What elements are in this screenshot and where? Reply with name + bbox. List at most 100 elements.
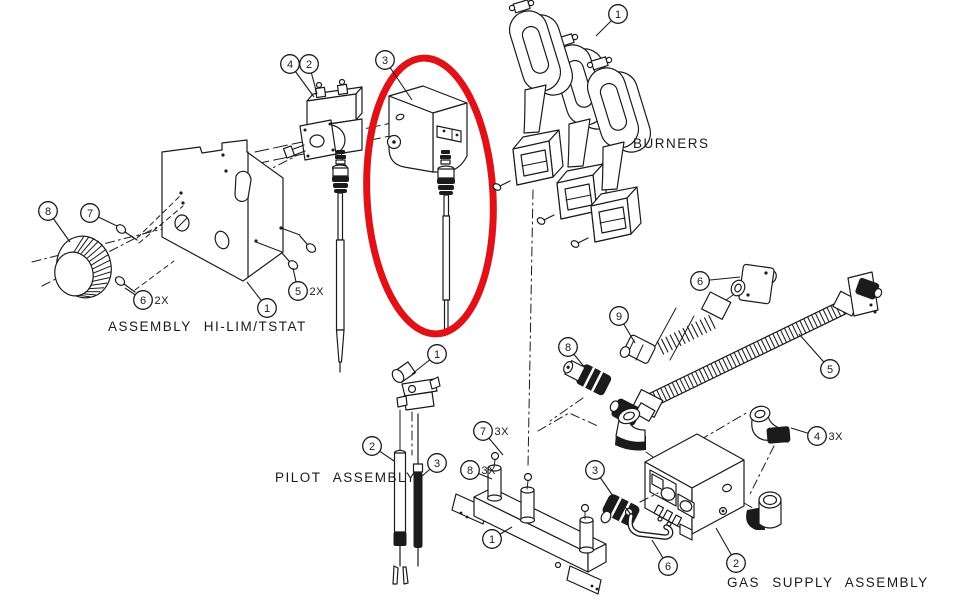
burner-port (599, 82, 628, 131)
screw-5a (255, 241, 299, 270)
pilot-electrode-item2 (392, 449, 409, 585)
callout-2: 2 (715, 527, 746, 573)
hi-lim-tstat-assembly (31, 78, 425, 373)
svg-text:3X: 3X (482, 465, 497, 477)
callout-6: 6 2X (124, 287, 170, 310)
svg-text:3X: 3X (495, 426, 510, 438)
svg-text:8: 8 (565, 342, 571, 354)
control-knob (660, 487, 676, 501)
svg-text:8: 8 (45, 206, 51, 218)
elbow-a (615, 402, 656, 451)
coupling-3 (600, 494, 640, 526)
shaft-end (282, 145, 296, 159)
knob (54, 235, 112, 299)
label-pilot-assembly: PILOT ASSEMBLY (275, 470, 417, 485)
svg-text:4: 4 (814, 431, 820, 443)
callout-3: 3 (375, 50, 413, 101)
svg-text:3X: 3X (829, 431, 844, 443)
label-gas-supply-assembly: GAS SUPPLY ASSEMBLY (727, 575, 929, 590)
callout-6: 6 (690, 271, 741, 291)
hi-limit-valve (282, 78, 363, 171)
thermocouple-lead-item3 (412, 413, 424, 567)
svg-text:2: 2 (369, 441, 375, 453)
venturi-tube (567, 118, 591, 168)
svg-text:6: 6 (140, 295, 146, 307)
label-burners: BURNERS (633, 136, 710, 151)
burner-axis-line (527, 189, 534, 467)
callout-1: 1 (595, 4, 628, 37)
elbow-c (746, 491, 782, 530)
callout-2: 2 (362, 436, 395, 462)
fitting-8 (563, 360, 612, 396)
svg-text:7: 7 (87, 208, 93, 220)
callout-1: 1 (246, 281, 277, 318)
callout-9: 9 (609, 306, 636, 344)
burner-port (521, 25, 550, 74)
svg-text:1: 1 (264, 303, 270, 315)
capillary-probe-left (331, 150, 349, 373)
venturi-tube (523, 84, 547, 134)
label-assembly-hi-lim-tstat: ASSEMBLY HI-LIM/TSTAT (108, 319, 307, 334)
wing-nut (508, 0, 535, 14)
svg-text:3: 3 (592, 465, 598, 477)
callout-8: 8 (558, 337, 587, 370)
callout-4: 4 3X (790, 426, 844, 446)
orifice-spud (578, 503, 595, 554)
axis-line (31, 224, 179, 263)
callout-7: 7 3X (473, 421, 510, 456)
screw-5b (280, 227, 317, 253)
bracket-screw (492, 183, 502, 191)
callout-6: 6 (651, 539, 678, 576)
break-mark (669, 315, 695, 361)
screw-7 (115, 195, 184, 244)
burner-port (565, 59, 594, 108)
capillary-probe-item3 (437, 150, 455, 331)
axis-line (639, 492, 659, 503)
svg-text:4: 4 (287, 59, 293, 71)
gas-supply-assembly (451, 263, 883, 595)
svg-text:3: 3 (434, 458, 440, 470)
svg-text:6: 6 (697, 276, 703, 288)
mounting-strap (436, 125, 462, 143)
break-mark (651, 307, 677, 353)
callout-1: 1 (482, 526, 513, 549)
svg-text:2: 2 (306, 59, 312, 71)
elbow-b (749, 405, 791, 444)
svg-text:2X: 2X (155, 295, 170, 307)
nut-9 (619, 334, 656, 364)
callout-3: 3 (585, 460, 614, 497)
bracket (161, 139, 284, 282)
axis-line (749, 445, 775, 495)
svg-text:9: 9 (616, 311, 622, 323)
axis-line (743, 502, 761, 513)
bracket-screw (570, 240, 580, 248)
keyhole-cutout (234, 170, 252, 203)
fold-mark (537, 412, 601, 432)
venturi-tube (601, 141, 625, 191)
svg-text:3: 3 (382, 55, 388, 67)
svg-text:5: 5 (827, 364, 833, 376)
wing-nut (586, 56, 613, 71)
gas-valve-2 (644, 433, 745, 541)
callout-3: 3 (420, 453, 447, 478)
hose-wall-bracket (847, 271, 883, 317)
callout-8: 8 (38, 201, 71, 243)
svg-text:7: 7 (480, 426, 486, 438)
thermostat-item3 (386, 85, 468, 331)
red-highlight-circle (363, 54, 497, 338)
svg-text:1: 1 (434, 349, 440, 361)
spring-section (656, 315, 716, 355)
svg-text:5: 5 (295, 286, 301, 298)
callout-8: 8 3X (460, 460, 497, 480)
burner-1 (492, 0, 574, 191)
pilot-burner-head (391, 361, 441, 411)
orifice-spud (519, 472, 536, 524)
oval-hole (214, 230, 230, 250)
bent-tube-6 (624, 506, 674, 540)
callout-5: 5 (798, 333, 840, 379)
axis-line (549, 397, 584, 422)
svg-text:8: 8 (467, 465, 473, 477)
